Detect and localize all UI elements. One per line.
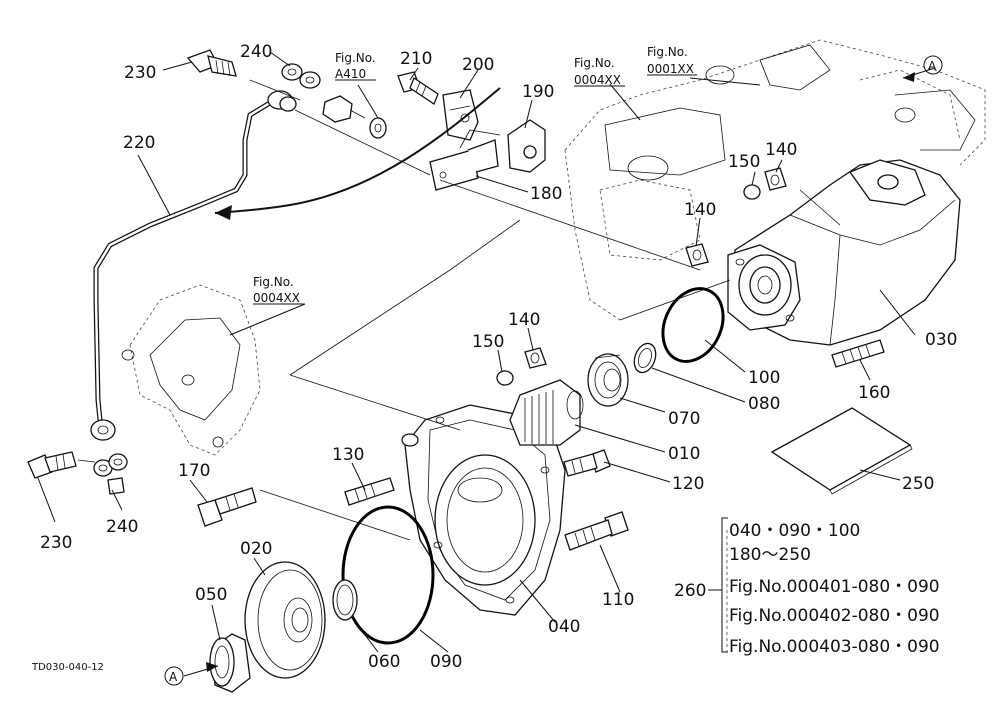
- part-callouts: 230 240 210 200 190 180 220 150 140 140 …: [40, 42, 957, 684]
- fig-0001xx-number: 0001XX: [647, 62, 694, 76]
- bolt-110: [564, 511, 629, 551]
- oil-pipe-220: [90, 90, 293, 441]
- kit-bracket: [708, 517, 728, 653]
- bolt-170: [197, 487, 257, 527]
- gasket-sheet-250: [770, 407, 913, 495]
- bearing-070: [587, 353, 629, 407]
- washer-240-bottom: [93, 453, 128, 495]
- ref-a-arrow-bottom: [164, 662, 219, 686]
- collar-050: [209, 633, 251, 693]
- callout-230-bottom: 230: [40, 533, 72, 553]
- callout-190: 190: [522, 82, 554, 102]
- fig-a410-title: Fig.No.: [335, 51, 376, 65]
- snap-ring-080: [633, 342, 657, 374]
- banjo-bolt-230-top: [186, 49, 237, 77]
- callout-110: 110: [602, 590, 634, 610]
- callout-140-lower: 140: [508, 310, 540, 330]
- callout-120: 120: [672, 474, 704, 494]
- callout-070: 070: [668, 409, 700, 429]
- callout-130: 130: [332, 445, 364, 465]
- stud-160: [831, 339, 885, 368]
- kit-line-5: Fig.No.000403-080・090: [729, 637, 940, 657]
- kit-line-3: Fig.No.000401-080・090: [729, 577, 940, 597]
- engine-block-outline: [564, 39, 986, 321]
- callout-040: 040: [548, 617, 580, 637]
- callout-230-top: 230: [124, 63, 156, 83]
- fig-0004xx-top-title: Fig.No.: [574, 56, 615, 70]
- nut-and-washer-a410: [322, 95, 387, 139]
- bolt-120: [563, 449, 611, 477]
- plate-180: [429, 129, 501, 191]
- fig-0004xx-left-number: 0004XX: [253, 291, 300, 305]
- bolt-210: [397, 71, 439, 105]
- collar-140-lower: [524, 347, 547, 369]
- collar-140-mid: [685, 243, 709, 267]
- drawing-code: TD030-040-12: [31, 662, 104, 673]
- callout-260: 260: [674, 581, 706, 601]
- callout-180: 180: [530, 184, 562, 204]
- fig-0001xx-title: Fig.No.: [647, 45, 688, 59]
- callout-150-lower: 150: [472, 332, 504, 352]
- hydraulic-pump-030: [727, 159, 961, 346]
- callout-050: 050: [195, 585, 227, 605]
- callout-160: 160: [858, 383, 890, 403]
- mounting-bracket: [121, 284, 261, 456]
- ref-a-arrow-top: [902, 55, 943, 82]
- callout-020: 020: [240, 539, 272, 559]
- gear-020: [244, 561, 326, 679]
- callout-100: 100: [748, 368, 780, 388]
- assembly-arrow: [214, 87, 501, 220]
- ref-a-top-label: A: [928, 59, 937, 73]
- drive-gear-010: [509, 379, 584, 446]
- kit-contents: 040・090・100 180～250 Fig.No.000401-080・09…: [729, 521, 940, 657]
- snap-ring-150-upper: [743, 184, 761, 200]
- fig-0004xx-top-number: 0004XX: [574, 73, 621, 87]
- o-ring-090: [341, 505, 435, 645]
- stud-130: [344, 477, 395, 506]
- fig-0004xx-left-title: Fig.No.: [253, 275, 294, 289]
- ref-a-bottom-label: A: [169, 670, 178, 684]
- callout-140-mid: 140: [684, 200, 716, 220]
- callout-250: 250: [902, 474, 934, 494]
- callout-060: 060: [368, 652, 400, 672]
- washer-240-top: [279, 63, 321, 112]
- fig-a410-number: A410: [335, 67, 366, 81]
- snap-ring-150-lower: [496, 370, 514, 386]
- collar-140-upper: [764, 167, 787, 191]
- callout-010: 010: [668, 444, 700, 464]
- snap-ring-060: [332, 579, 358, 621]
- o-ring-100: [661, 287, 725, 363]
- callout-140-upper: 140: [765, 140, 797, 160]
- callout-030: 030: [925, 330, 957, 350]
- fig-references: Fig.No. A410 Fig.No. 0004XX Fig.No. 0001…: [229, 45, 697, 336]
- callout-240-bottom: 240: [106, 517, 138, 537]
- callout-150-upper: 150: [728, 152, 760, 172]
- gear-case-040: [401, 404, 566, 616]
- kit-line-4: Fig.No.000402-080・090: [729, 606, 940, 626]
- banjo-bolt-230-bottom: [27, 451, 77, 479]
- callout-240-top: 240: [240, 42, 272, 62]
- callout-220: 220: [123, 133, 155, 153]
- callout-080: 080: [748, 394, 780, 414]
- bracket-190: [507, 119, 546, 173]
- callout-090: 090: [430, 652, 462, 672]
- callout-200: 200: [462, 55, 494, 75]
- leader-lines: [37, 51, 916, 653]
- kit-line-1: 040・090・100: [729, 521, 860, 541]
- callout-170: 170: [178, 461, 210, 481]
- kit-line-2: 180～250: [729, 545, 811, 565]
- callout-210: 210: [400, 49, 432, 69]
